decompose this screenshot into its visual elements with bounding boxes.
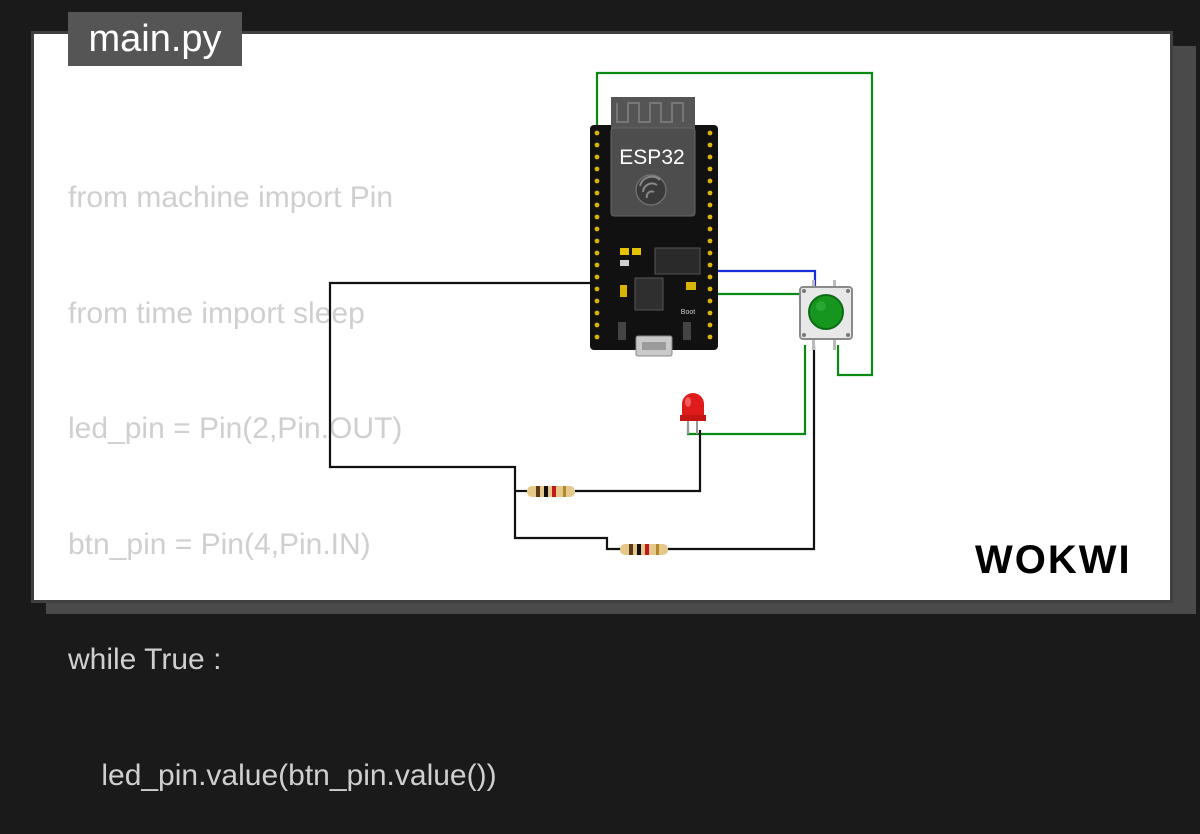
espressif-logo-icon [635, 174, 667, 206]
code-line: from machine import Pin [68, 181, 394, 214]
code-line: btn_pin = Pin(4,Pin.IN) [68, 527, 371, 561]
brand-name: WOKWI [975, 538, 1132, 582]
esp32-board[interactable]: ESP32 Boot [590, 97, 718, 357]
wire-black-resistor2[interactable] [668, 345, 816, 551]
file-tab[interactable]: main.py [68, 12, 242, 66]
board-label: ESP32 [619, 146, 684, 169]
red-led[interactable] [680, 393, 706, 434]
boot-label: Boot [681, 309, 695, 316]
circuit-diagram: ESP32 Boot [328, 71, 874, 555]
wire-blue[interactable] [710, 269, 817, 287]
push-button[interactable] [799, 280, 853, 350]
code-line: from time import sleep [68, 296, 365, 330]
resistor-2[interactable] [620, 544, 668, 555]
code-line: led_pin.value(btn_pin.value()) [68, 758, 497, 792]
code-line: while True : [68, 643, 222, 676]
wire-black-led[interactable] [575, 430, 702, 493]
wire-black-left[interactable] [328, 281, 622, 551]
wire-green-button[interactable] [712, 292, 802, 298]
code-line: led_pin = Pin(2,Pin.OUT) [68, 412, 403, 445]
resistor-1[interactable] [527, 486, 575, 497]
wokwi-logo: WOKWI [975, 538, 1132, 582]
wire-top-green[interactable] [595, 71, 874, 377]
